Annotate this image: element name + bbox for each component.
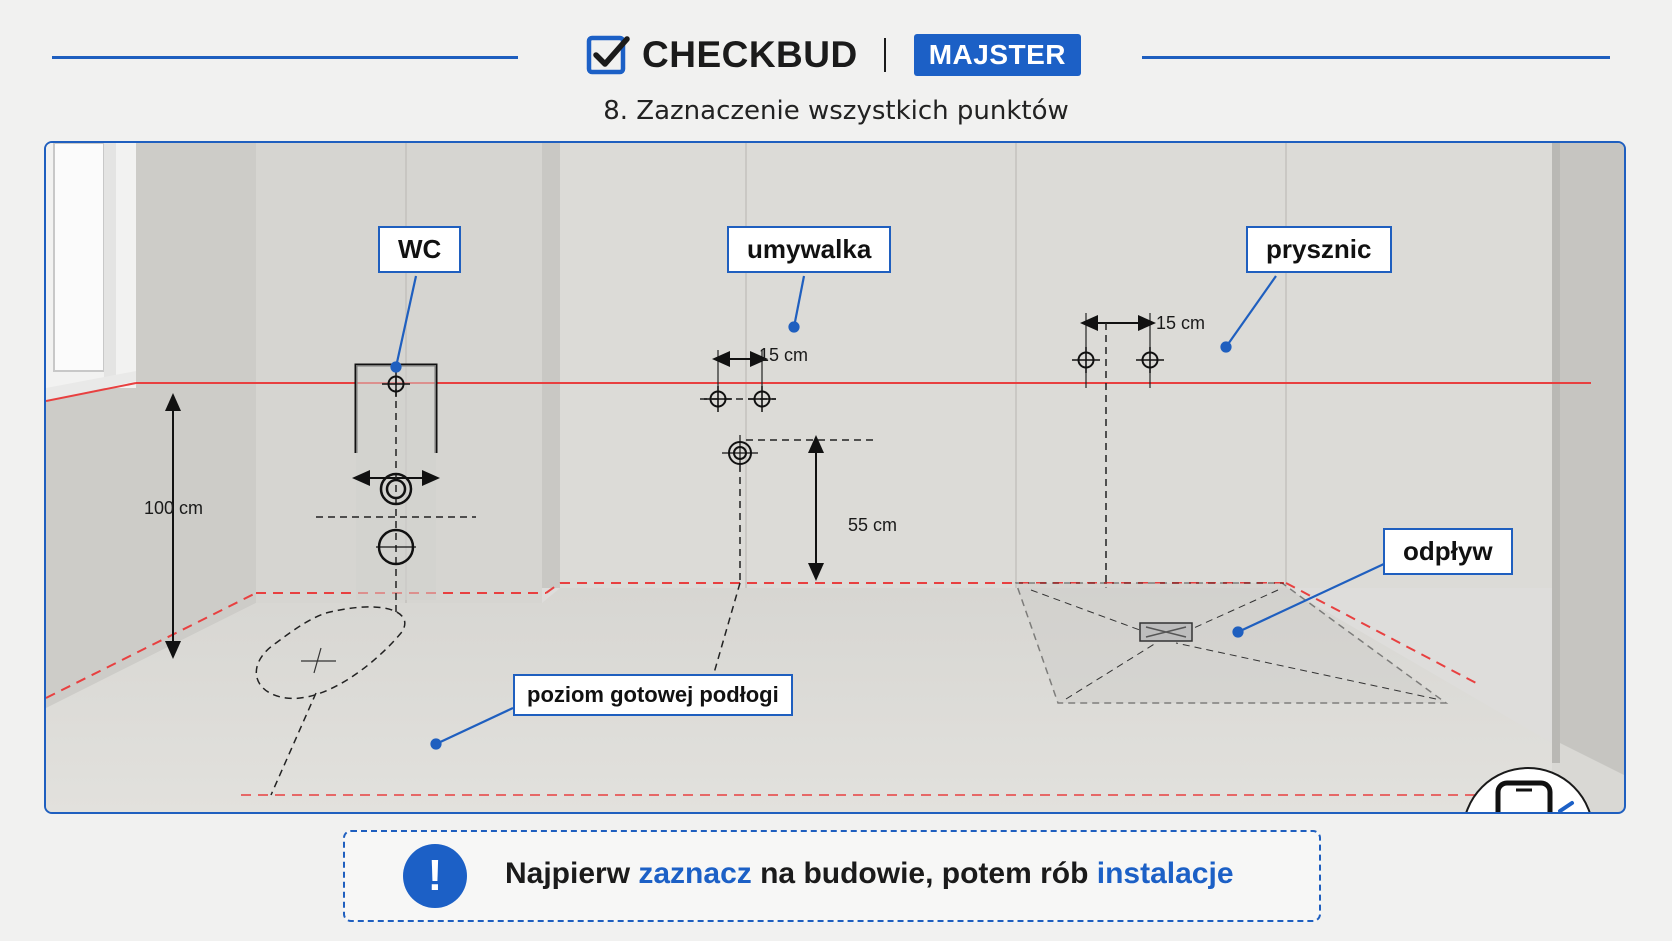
photo-badge — [1462, 767, 1594, 812]
brand-separator — [883, 38, 886, 72]
header-line-right — [1142, 56, 1610, 59]
tip-text: Najpierw zaznacz na budowie, potem rób i… — [505, 857, 1234, 891]
label-prysznic: prysznic — [1246, 226, 1392, 273]
label-odplyw: odpływ — [1383, 528, 1513, 575]
dimension-shower-15cm: 15 cm — [1156, 313, 1206, 333]
page-subtitle: 8. Zaznaczenie wszystkich punktów — [603, 96, 1069, 126]
brand: CHECKBUD MAJSTER — [586, 32, 1082, 78]
exclamation-icon: ! — [403, 844, 467, 908]
tip-highlight-instalacje: instalacje — [1096, 857, 1234, 890]
tip-highlight-zaznacz: zaznacz — [638, 857, 752, 890]
tip-box: ! Najpierw zaznacz na budowie, potem rób… — [343, 830, 1321, 922]
brand-name: CHECKBUD — [642, 34, 858, 75]
bathroom-scene: WC umywalka prysznic odpływ poziom gotow… — [44, 141, 1626, 814]
dimension-55cm: 55 cm — [848, 515, 898, 535]
header-line-left — [52, 56, 518, 59]
tip-part-2: na budowie, potem rób — [751, 857, 1097, 890]
phone-camera-icon — [1495, 780, 1574, 812]
label-wc: WC — [378, 226, 462, 273]
checkbox-check-icon — [586, 35, 630, 75]
dimension-sink-15cm: 15 cm — [759, 345, 809, 365]
dimension-100cm: 100 cm — [144, 498, 204, 518]
label-umywalka: umywalka — [727, 226, 892, 273]
label-poziom-gotowej-podlogi: poziom gotowej podłogi — [513, 674, 793, 717]
tip-part-1: Najpierw — [505, 857, 639, 890]
majster-badge: MAJSTER — [913, 34, 1082, 76]
